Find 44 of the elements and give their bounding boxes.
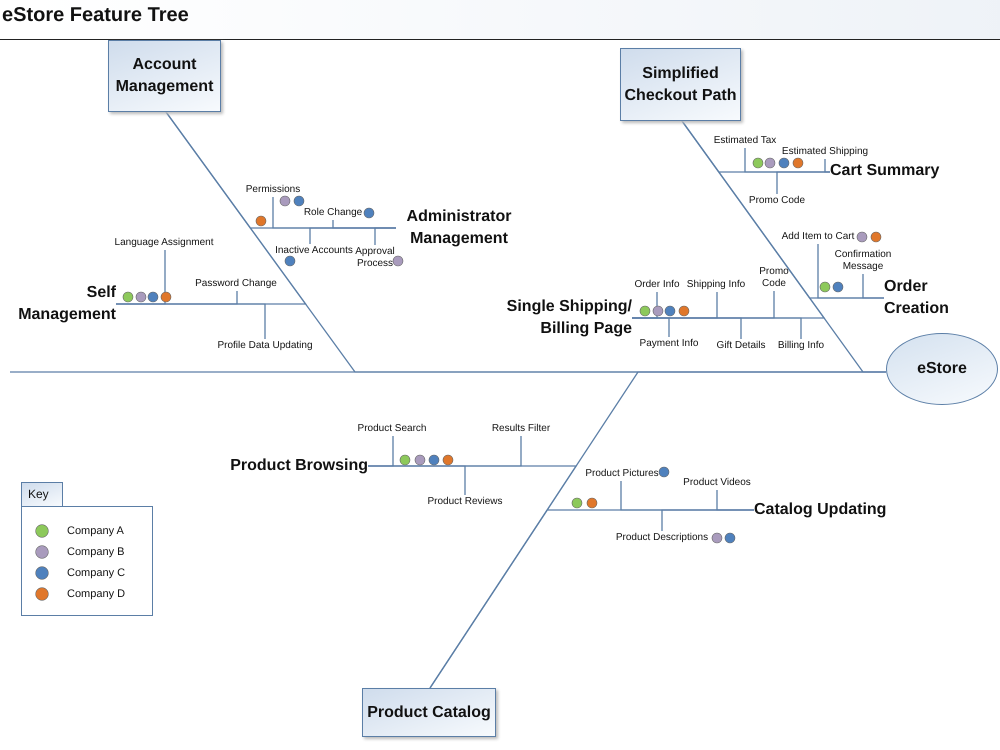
branch-heading: Product Browsing — [214, 455, 368, 477]
tick-line — [374, 227, 396, 245]
title: eStore Feature Tree — [2, 4, 189, 27]
feature-label: Estimated Shipping — [776, 146, 874, 158]
branch-heading: Catalog Updating — [754, 499, 904, 521]
feature-label: Role Change — [300, 207, 366, 219]
tick-line — [632, 317, 802, 339]
feature-label: Password Change — [191, 278, 281, 290]
branch-heading: Cart Summary — [830, 160, 960, 182]
legend-label: Company B — [67, 545, 124, 559]
category-box: Account Management — [108, 40, 221, 112]
feature-label: Profile Data Updating — [208, 340, 322, 352]
tick-line — [368, 465, 466, 495]
feature-label: Promo Code — [754, 266, 794, 290]
tick-line — [661, 509, 754, 531]
feature-label: Product Descriptions — [610, 532, 714, 544]
branch-heading: Self Management — [4, 282, 116, 326]
tick-line — [862, 274, 884, 299]
legend-label: Company C — [67, 566, 126, 580]
feature-label: Permissions — [243, 184, 303, 196]
tick-line — [776, 171, 830, 194]
feature-label: Product Reviews — [423, 496, 507, 508]
legend-label: Company A — [67, 524, 124, 538]
tick-line — [116, 303, 266, 339]
feature-label: Billing Info — [772, 340, 830, 352]
legend-title: Key — [21, 482, 63, 507]
feature-label: Language Assignment — [106, 237, 222, 249]
root-ellipse: eStore — [886, 333, 998, 405]
feature-label: Results Filter — [486, 423, 556, 435]
feature-label: Product Search — [352, 423, 432, 435]
branch-heading: Administrator Management — [396, 206, 522, 250]
feature-label: Add Item to Cart — [775, 231, 861, 243]
feature-label: Product Videos — [678, 477, 756, 489]
feature-label: Promo Code — [745, 195, 809, 207]
category-box: Product Catalog — [362, 688, 496, 737]
branch-heading: Order Creation — [884, 276, 960, 320]
branch-heading: Single Shipping/ Billing Page — [478, 296, 632, 340]
legend-label: Company D — [67, 587, 126, 601]
category-box: Simplified Checkout Path — [620, 48, 741, 121]
feature-label: Product Pictures — [580, 468, 664, 480]
feature-label: Payment Info — [634, 338, 704, 350]
feature-label: Confirmation Message — [826, 249, 900, 273]
feature-label: Estimated Tax — [708, 135, 782, 147]
feature-label: Gift Details — [711, 340, 771, 352]
